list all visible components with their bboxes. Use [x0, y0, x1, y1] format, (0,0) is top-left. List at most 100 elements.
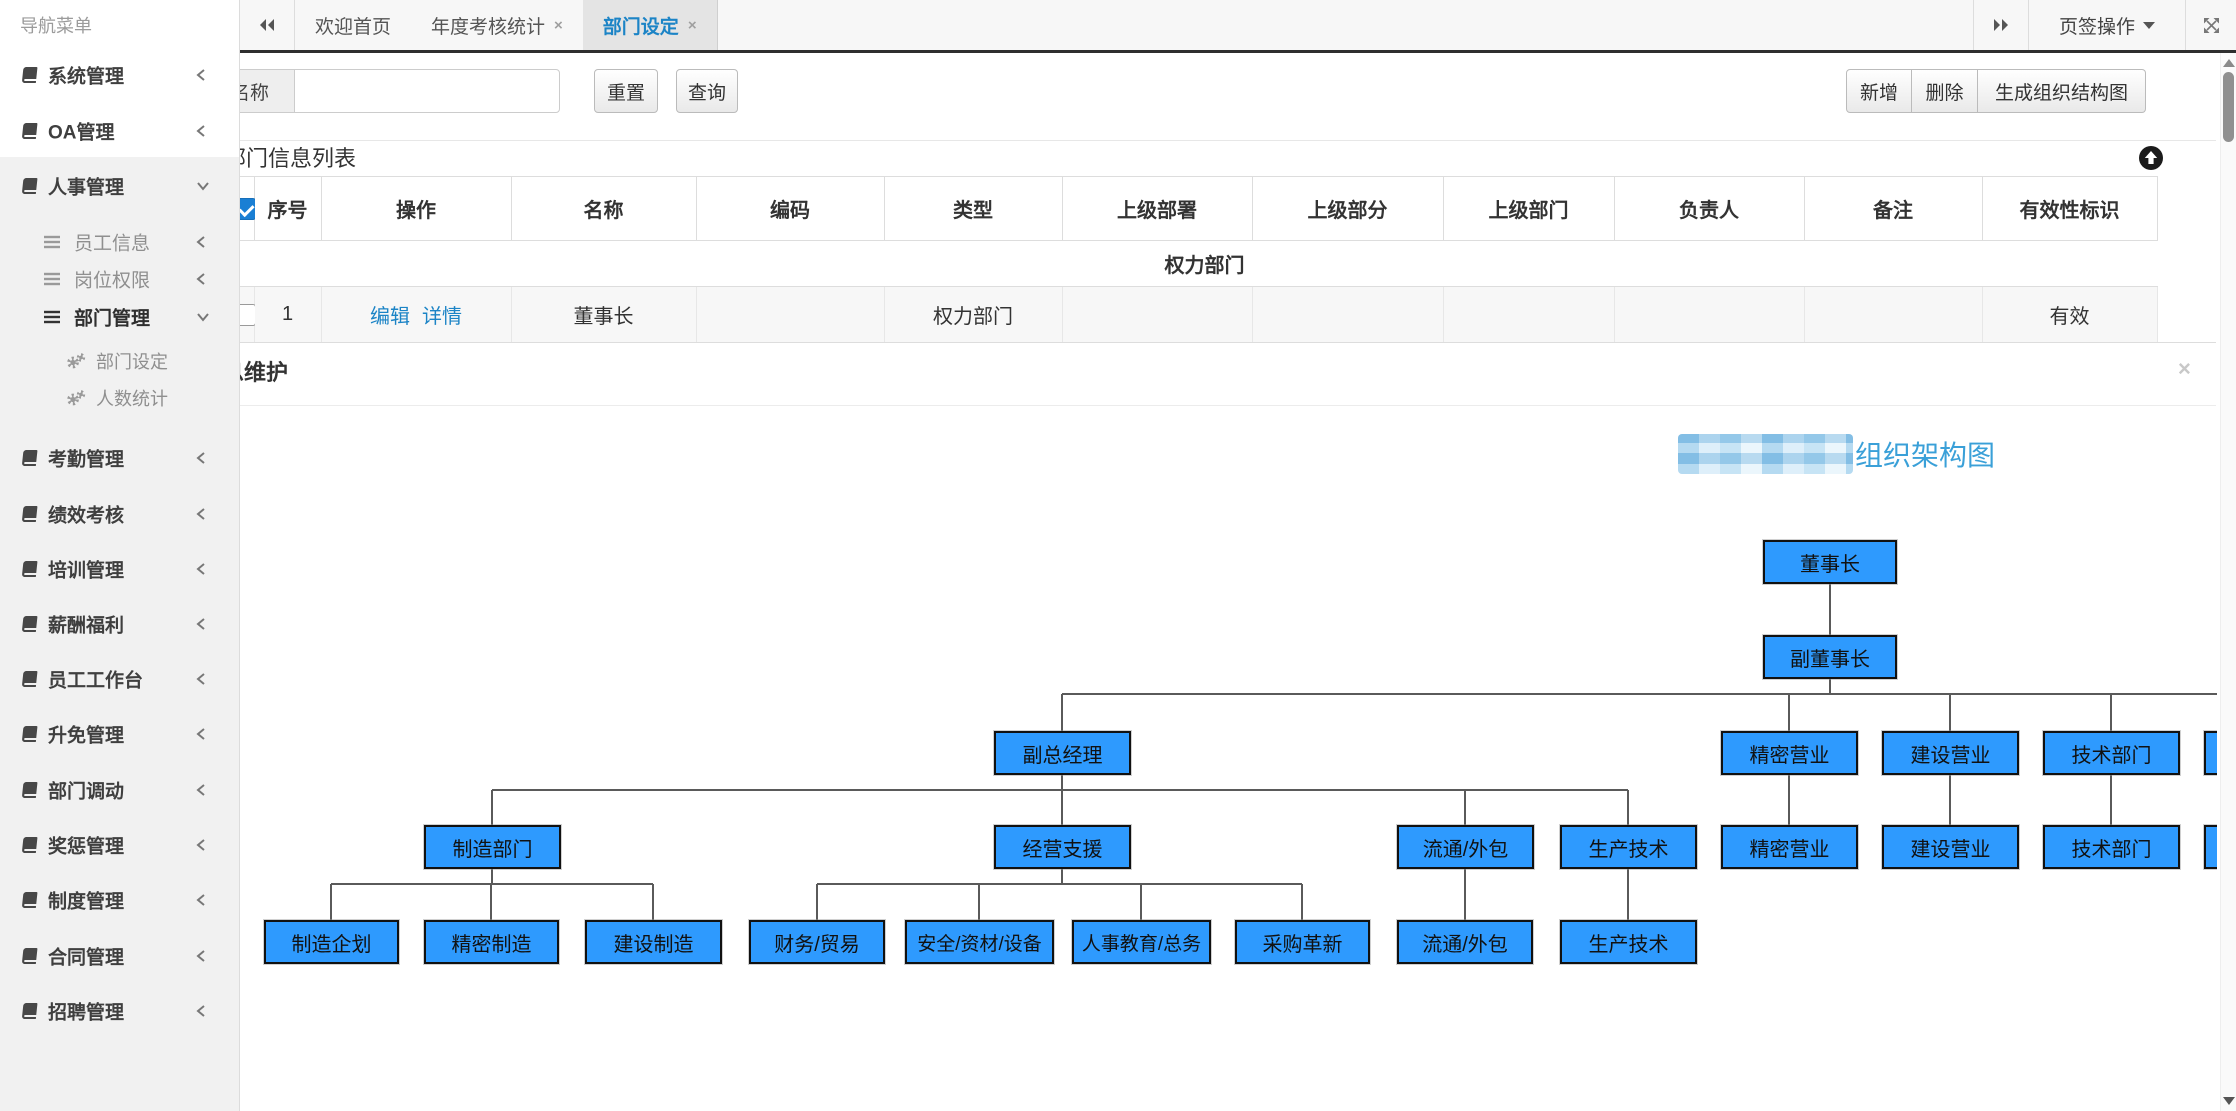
book-icon — [22, 123, 38, 139]
sidebar-item-label: 系统管理 — [48, 66, 125, 88]
sidebar-item-13[interactable]: 升免管理 — [0, 714, 240, 754]
sidebar-item-4[interactable]: 岗位权限 — [0, 259, 240, 299]
sidebar-item-label: 人事管理 — [48, 177, 125, 199]
sidebar-item-15[interactable]: 奖惩管理 — [0, 825, 240, 865]
tabs-scroll-right-button[interactable] — [1973, 0, 2028, 50]
tab-close-icon[interactable]: × — [554, 16, 563, 34]
tab-0[interactable]: 欢迎首页 — [295, 0, 411, 50]
scroll-up-arrow-icon[interactable] — [2223, 59, 2235, 67]
column-header: 类型 — [883, 176, 1063, 241]
sidebar-item-label: 奖惩管理 — [48, 836, 125, 858]
tab-strip: 欢迎首页年度考核统计×部门设定× — [295, 0, 718, 50]
op-link[interactable]: 详情 — [422, 306, 462, 328]
row-cell — [1613, 286, 1805, 343]
sidebar-item-17[interactable]: 合同管理 — [0, 936, 240, 976]
sidebar-item-label: 部门调动 — [48, 781, 125, 803]
book-icon — [22, 450, 38, 466]
scrollbar-thumb[interactable] — [2223, 72, 2234, 142]
page-ops-label: 页签操作 — [2058, 16, 2135, 38]
vertical-scrollbar[interactable] — [2220, 53, 2236, 1111]
maintain-close-icon[interactable]: × — [2178, 356, 2191, 381]
table-header-row: 序号操作名称编码类型上级部署上级部分上级部门负责人备注有效性标识 — [234, 176, 2158, 241]
org-node — [2204, 731, 2217, 775]
sidebar-item-2[interactable]: 人事管理 — [0, 166, 240, 206]
book-icon — [22, 782, 38, 798]
sidebar-item-label: OA管理 — [48, 122, 115, 144]
header-checkbox-cell — [234, 176, 256, 241]
chevron-left-icon — [196, 673, 205, 685]
org-node: 精密营业 — [1721, 825, 1858, 869]
chevron-left-icon — [196, 618, 205, 630]
org-node: 生产技术 — [1560, 920, 1697, 964]
sidebar-item-label: 考勤管理 — [48, 449, 125, 471]
search-input[interactable] — [294, 69, 560, 113]
book-icon — [22, 892, 38, 908]
org-node: 董事长 — [1763, 540, 1897, 584]
sidebar-item-label: 制度管理 — [48, 891, 125, 913]
sidebar-item-1[interactable]: OA管理 — [0, 111, 240, 151]
chevron-left-icon — [196, 452, 205, 464]
column-header: 操作 — [320, 176, 512, 241]
sidebar-item-12[interactable]: 员工工作台 — [0, 659, 240, 699]
delete-button[interactable]: 删除 — [1912, 69, 1978, 113]
column-header: 有效性标识 — [1981, 176, 2158, 241]
sidebar-item-3[interactable]: 员工信息 — [0, 222, 240, 262]
org-node: 生产技术 — [1560, 825, 1697, 869]
tab-1[interactable]: 年度考核统计× — [411, 0, 583, 50]
sidebar-item-6[interactable]: 部门设定 — [0, 341, 240, 381]
org-chart-title-block: 组织架构图 — [1678, 432, 1995, 476]
column-header: 负责人 — [1613, 176, 1805, 241]
sidebar-item-7[interactable]: 人数统计 — [0, 378, 240, 418]
sidebar-item-label: 人数统计 — [96, 389, 168, 409]
sidebar-item-9[interactable]: 绩效考核 — [0, 494, 240, 534]
tabs-scroll-left-button[interactable] — [240, 0, 295, 50]
row-cell: 董事长 — [510, 286, 697, 343]
sidebar-item-label: 升免管理 — [48, 725, 125, 747]
sidebar-item-16[interactable]: 制度管理 — [0, 880, 240, 920]
org-node: 技术部门 — [2043, 825, 2180, 869]
sidebar-item-0[interactable]: 系统管理 — [0, 55, 240, 95]
generate-org-chart-button[interactable]: 生成组织结构图 — [1978, 69, 2146, 113]
add-button[interactable]: 新增 — [1846, 69, 1912, 113]
sidebar-item-11[interactable]: 薪酬福利 — [0, 604, 240, 644]
chevron-left-icon — [196, 784, 205, 796]
sidebar-item-label: 部门管理 — [74, 308, 151, 330]
sidebar-item-label: 培训管理 — [48, 560, 125, 582]
sidebar-item-8[interactable]: 考勤管理 — [0, 438, 240, 478]
sidebar-item-14[interactable]: 部门调动 — [0, 770, 240, 810]
org-node: 技术部门 — [2043, 731, 2180, 775]
chevron-left-icon — [196, 125, 205, 137]
org-node: 建设营业 — [1882, 825, 2019, 869]
reset-button[interactable]: 重置 — [594, 69, 658, 113]
panel-collapse-button[interactable] — [2138, 145, 2164, 171]
query-button[interactable]: 查询 — [676, 69, 738, 113]
sidebar: 导航菜单 系统管理 OA管理人事管理员工信息岗位权限部门管理部门设定人数统计考勤管… — [0, 0, 240, 1111]
caret-down-icon — [2143, 21, 2155, 29]
org-node: 制造企划 — [264, 920, 399, 964]
org-node: 精密营业 — [1721, 731, 1858, 775]
list-icon — [44, 272, 60, 286]
book-icon — [22, 178, 38, 194]
search-field-label: 名称 — [205, 69, 295, 113]
book-icon — [22, 67, 38, 83]
op-link[interactable]: 编辑 — [370, 306, 410, 328]
book-icon — [22, 837, 38, 853]
org-node: 副董事长 — [1763, 635, 1897, 679]
chevron-left-icon — [196, 69, 205, 81]
sidebar-item-5[interactable]: 部门管理 — [0, 297, 240, 337]
scroll-down-arrow-icon[interactable] — [2223, 1097, 2235, 1105]
sidebar-title: 导航菜单 — [20, 16, 92, 36]
sidebar-item-label: 员工工作台 — [48, 670, 144, 692]
sidebar-item-label: 员工信息 — [74, 233, 151, 255]
sidebar-item-10[interactable]: 培训管理 — [0, 549, 240, 589]
double-chevron-left-icon — [260, 19, 274, 31]
page-tabs-operations-dropdown[interactable]: 页签操作 — [2028, 0, 2185, 50]
row-cell — [1251, 286, 1444, 343]
sidebar-item-18[interactable]: 招聘管理 — [0, 991, 240, 1031]
fullscreen-button[interactable] — [2185, 0, 2236, 50]
tab-2[interactable]: 部门设定× — [582, 0, 718, 50]
tab-close-icon[interactable]: × — [687, 16, 697, 34]
sidebar-item-label: 绩效考核 — [48, 505, 125, 527]
tab-label: 欢迎首页 — [315, 16, 392, 38]
